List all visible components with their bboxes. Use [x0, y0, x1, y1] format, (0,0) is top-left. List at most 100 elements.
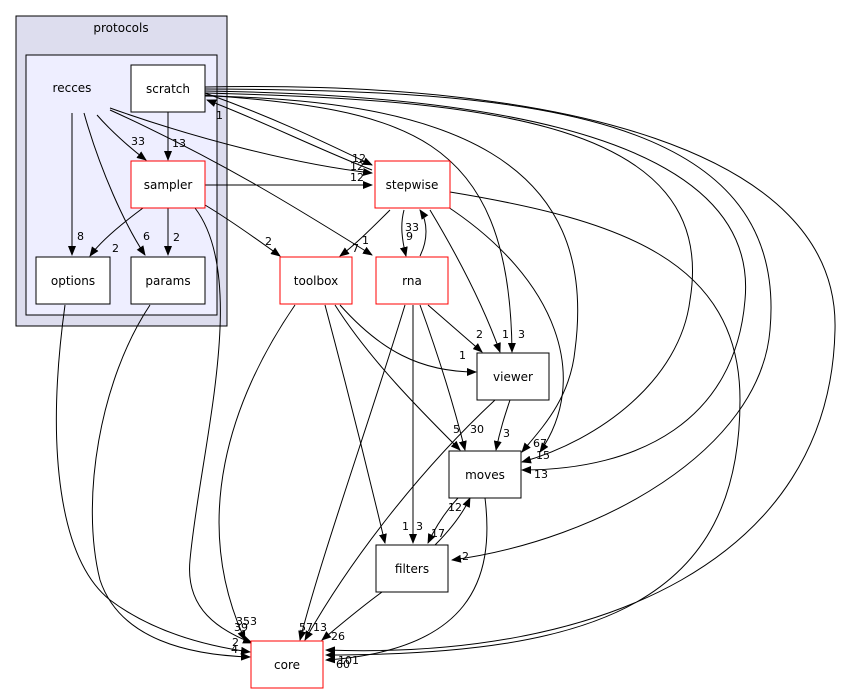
edge-label: 6 — [143, 230, 150, 243]
edge-filters-moves: 12 — [434, 497, 471, 546]
edge-label: 33 — [405, 221, 419, 234]
edge-params-core: 4 — [91, 304, 251, 661]
edge-sampler-options: 2 — [89, 207, 144, 257]
edge-label: 5 — [453, 423, 460, 436]
edge-label: 12 — [448, 501, 462, 514]
edge-label: 3 — [416, 520, 423, 533]
edge-stepwise-viewer: 1 — [429, 209, 509, 353]
edge-filters-core: 26 — [321, 591, 383, 643]
edge-label: 13 — [313, 621, 327, 634]
edge-label: 12 — [350, 171, 364, 184]
node-moves-box — [448, 450, 522, 499]
node-sampler-box — [130, 160, 206, 209]
edge-toolbox-filters: 1 — [324, 304, 409, 544]
edge-label: 3 — [518, 328, 525, 341]
edge-recces-sampler: 33 — [96, 114, 147, 161]
cluster-recces-label: recces — [53, 81, 92, 95]
edge-scratch-viewer: 3 — [204, 94, 525, 353]
edge-recces-options: 8 — [68, 113, 84, 256]
node-params-box — [130, 256, 206, 305]
edge-scratch-moves-b: 15 — [204, 92, 693, 464]
edge-rna-moves: 30 — [419, 304, 484, 451]
node-sampler-label: sampler — [144, 178, 193, 192]
edge-label: 57 — [299, 621, 313, 634]
node-options[interactable]: options — [35, 256, 111, 305]
edge-stepwise-toolbox: 1 — [339, 209, 391, 257]
edge-scratch-sampler: 13 — [164, 112, 186, 161]
edge-viewer-core: 13 — [304, 399, 496, 641]
edge-label: 30 — [470, 423, 484, 436]
edge-sampler-stepwise: 12 — [205, 171, 373, 189]
node-moves[interactable]: moves — [448, 450, 522, 499]
edge-rna-filters: 3 — [409, 305, 423, 544]
edge-options-core: 2 — [55, 304, 251, 655]
edge-label: 2 — [462, 550, 469, 563]
edge-scratch-filters: 2 — [204, 88, 772, 563]
edge-rna-viewer: 2 — [427, 304, 483, 353]
edge-moves-filters: 17 — [427, 497, 459, 544]
node-viewer-box — [476, 352, 550, 401]
edge-recces-stepwise: 12 — [109, 107, 373, 176]
node-core[interactable]: core — [250, 640, 324, 689]
edge-label: 2 — [265, 235, 272, 248]
edge-scratch-stepwise: 12 — [204, 92, 373, 166]
edge-scratch-core: 60 — [204, 86, 836, 671]
node-filters-label: filters — [395, 562, 429, 576]
node-stepwise-box — [374, 160, 451, 209]
edge-moves-core: 101 — [325, 497, 488, 667]
node-rna-label: rna — [402, 274, 422, 288]
node-viewer[interactable]: viewer — [476, 352, 550, 401]
edge-label: 13 — [534, 468, 548, 481]
node-core-label: core — [274, 658, 300, 672]
edge-label: 33 — [131, 135, 145, 148]
edge-sampler-params: 2 — [164, 208, 180, 256]
node-scratch-label: scratch — [146, 82, 190, 96]
edge-toolbox-core: 353 — [218, 304, 296, 641]
edge-label: 2 — [112, 242, 119, 255]
node-core-box — [250, 640, 324, 689]
edge-label: 1 — [459, 349, 466, 362]
node-toolbox-box — [279, 256, 353, 305]
edge-recces-rna: 7 — [109, 109, 373, 256]
edge-label: 1 — [402, 520, 409, 533]
edge-label: 2 — [173, 231, 180, 244]
node-options-label: options — [51, 274, 95, 288]
node-toolbox-label: toolbox — [294, 274, 338, 288]
edge-label: 60 — [336, 658, 350, 671]
node-rna-box — [375, 256, 449, 305]
edge-label: 9 — [406, 230, 413, 243]
node-rna[interactable]: rna — [375, 256, 449, 305]
edge-label: 12 — [352, 152, 366, 165]
edge-label: 1 — [362, 234, 369, 247]
cluster-protocols-label: protocols — [93, 21, 148, 35]
node-stepwise[interactable]: stepwise — [374, 160, 451, 209]
edge-label: 7 — [352, 242, 359, 255]
node-sampler[interactable]: sampler — [130, 160, 206, 209]
node-params-label: params — [145, 274, 190, 288]
edge-stepwise-core — [325, 191, 741, 659]
node-scratch-box — [130, 64, 206, 113]
edge-label: 3 — [503, 427, 510, 440]
edge-label: 1 — [502, 328, 509, 341]
node-filters[interactable]: filters — [375, 544, 449, 593]
edge-label: 353 — [236, 615, 257, 628]
edge-stepwise-scratch: 1 — [206, 99, 373, 171]
node-scratch[interactable]: scratch — [130, 64, 206, 113]
edge-stepwise-rna: 9 — [399, 209, 413, 257]
edge-viewer-moves: 3 — [493, 399, 511, 451]
edge-label: 15 — [536, 449, 550, 462]
edge-label: 26 — [331, 630, 345, 643]
edge-label: 8 — [77, 230, 84, 243]
edge-label: 12 — [350, 160, 364, 173]
edge-recces-params: 6 — [83, 112, 150, 256]
node-stepwise-label: stepwise — [386, 178, 439, 192]
edge-label: 17 — [431, 527, 445, 540]
node-toolbox[interactable]: toolbox — [279, 256, 353, 305]
edge-scratch-moves-c: 13 — [204, 90, 747, 481]
node-params[interactable]: params — [130, 256, 206, 305]
edge-label: 2 — [476, 328, 483, 341]
edge-label: 101 — [338, 654, 359, 667]
edge-rna-stepwise: 33 — [405, 209, 429, 257]
edge-label: 13 — [172, 137, 186, 150]
